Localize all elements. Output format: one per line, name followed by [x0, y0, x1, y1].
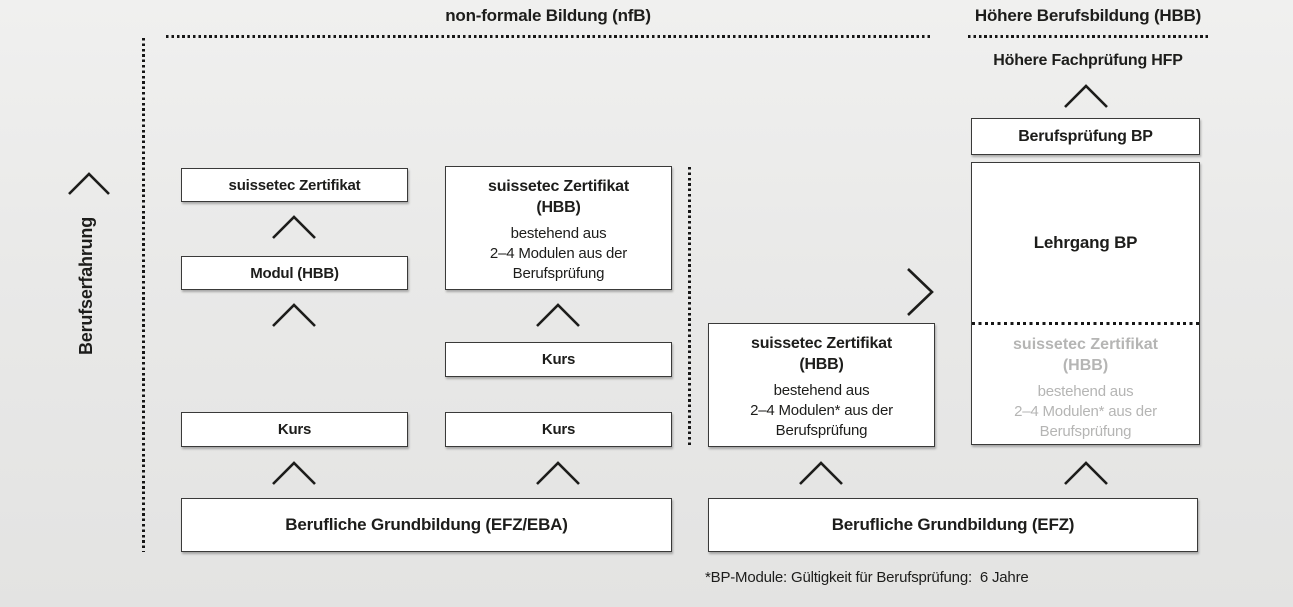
box-title: suissetec Zertifikat: [1013, 336, 1158, 353]
up-chevron-icon: [1064, 461, 1108, 485]
body-line: Berufsprüfung: [512, 265, 605, 282]
box-subtitle: (HBB): [1062, 357, 1109, 374]
lehrgang-bp-label: Lehrgang BP: [1033, 232, 1138, 252]
box-zertifikat-hbb-nfb: suissetec Zertifikat (HBB) bestehend aus…: [445, 166, 672, 290]
label-hoehere-fachpruefung: Höhere Fachprüfung HFP: [993, 52, 1183, 69]
box-body: bestehend aus 2–4 Modulen* aus der Beruf…: [972, 382, 1199, 442]
up-chevron-icon: [1064, 84, 1108, 108]
side-axis-label-berufserfahrung: Berufserfahrung: [76, 216, 96, 355]
footnote-bp-module: *BP-Module: Gültigkeit für Berufsprüfung…: [705, 569, 1029, 586]
up-chevron-icon: [272, 303, 316, 327]
box-label: Berufliche Grundbildung (EFZ/EBA): [285, 515, 568, 534]
body-line: 2–4 Modulen* aus der: [1014, 403, 1157, 420]
body-line: bestehend aus: [1037, 383, 1134, 400]
box-body: bestehend aus 2–4 Modulen* aus der Beruf…: [750, 381, 893, 441]
box-kurs-left: Kurs: [181, 412, 408, 447]
box-zertifikat-hbb-efz: suissetec Zertifikat (HBB) bestehend aus…: [708, 323, 935, 447]
body-line: bestehend aus: [773, 382, 870, 399]
box-label: Berufsprüfung BP: [1018, 127, 1153, 145]
dotted-line-nfb: [166, 35, 930, 38]
header-non-formale-bildung: non-formale Bildung (nfB): [445, 6, 651, 25]
dotted-divider: [972, 322, 1199, 325]
body-line: bestehend aus: [510, 225, 607, 242]
up-chevron-icon: [799, 461, 843, 485]
box-berufspruefung-bp: Berufsprüfung BP: [971, 118, 1200, 155]
up-chevron-icon: [272, 215, 316, 239]
box-grundbildung-efz: Berufliche Grundbildung (EFZ): [708, 498, 1198, 552]
box-label: Kurs: [541, 421, 576, 438]
dotted-line-hbb: [968, 35, 1208, 38]
up-chevron-icon: [68, 172, 110, 195]
right-chevron-icon: [907, 268, 934, 316]
box-body: bestehend aus 2–4 Modulen aus der Berufs…: [490, 224, 627, 284]
box-title: suissetec Zertifikat: [488, 178, 629, 195]
box-subtitle: (HBB): [799, 356, 844, 373]
box-suissetec-zertifikat: suissetec Zertifikat: [181, 168, 408, 202]
box-lehrgang-bp: Lehrgang BP suissetec Zertifikat (HBB) b…: [971, 162, 1200, 445]
body-line: 2–4 Modulen aus der: [489, 245, 628, 262]
box-subtitle: (HBB): [536, 199, 581, 216]
box-modul-hbb: Modul (HBB): [181, 256, 408, 290]
up-chevron-icon: [536, 303, 580, 327]
box-label: Kurs: [541, 351, 576, 368]
box-title: suissetec Zertifikat: [751, 335, 892, 352]
up-chevron-icon: [272, 461, 316, 485]
box-label: Berufliche Grundbildung (EFZ): [831, 515, 1075, 534]
box-label: Modul (HBB): [250, 264, 339, 282]
dotted-separator-middle: [688, 167, 691, 445]
dotted-separator-left: [142, 38, 145, 552]
box-label: suissetec Zertifikat: [228, 176, 361, 194]
body-line: Berufsprüfung: [1039, 423, 1132, 440]
box-grundbildung-efz-eba: Berufliche Grundbildung (EFZ/EBA): [181, 498, 672, 552]
header-hoehere-berufsbildung: Höhere Berufsbildung (HBB): [974, 6, 1202, 25]
body-line: 2–4 Modulen* aus der: [750, 402, 893, 419]
box-label: Kurs: [277, 421, 312, 438]
box-kurs-mid-top: Kurs: [445, 342, 672, 377]
body-line: Berufsprüfung: [775, 422, 868, 439]
zertifikat-hbb-lehrgang-section: suissetec Zertifikat (HBB) bestehend aus…: [972, 325, 1199, 442]
box-kurs-mid-bottom: Kurs: [445, 412, 672, 447]
up-chevron-icon: [536, 461, 580, 485]
